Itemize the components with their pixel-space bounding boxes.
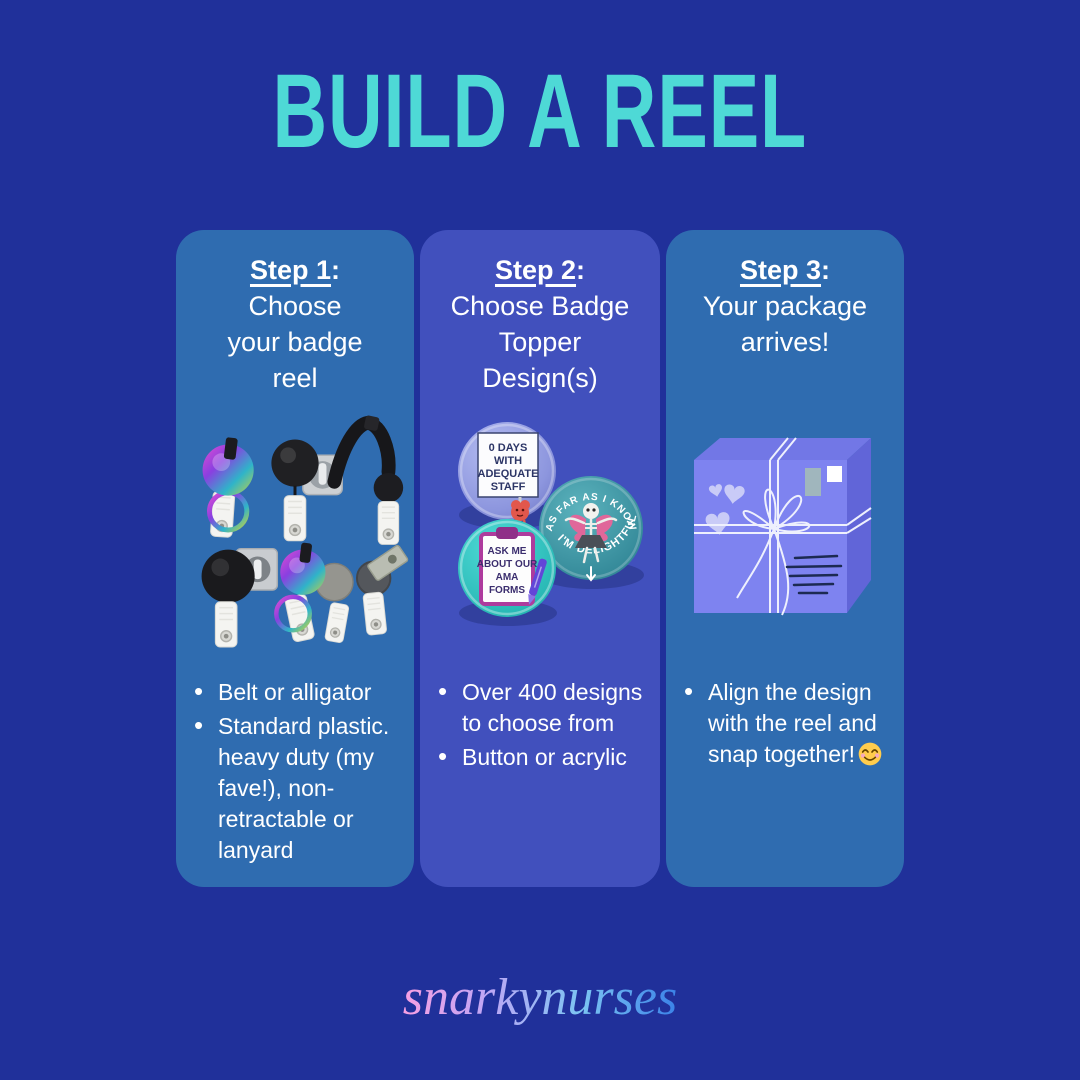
step-2-title: Step 2: — [420, 252, 660, 288]
step-1-card: Step 1: Choose your badge reel — [176, 230, 414, 887]
step-3-line: Your package — [702, 291, 868, 321]
ama-badge-text: ASK ME — [488, 546, 527, 557]
step-2-colon: : — [576, 255, 586, 285]
delightful-badge-button: AS FAR AS I KNOW I'M DELIGHTFUL — [539, 476, 644, 589]
reel-black-dial — [271, 439, 343, 542]
step-3-heading: Step 3: Your package arrives! — [666, 230, 904, 405]
step-3-line: arrives! — [740, 327, 830, 357]
step-3-label: Step 3 — [739, 255, 822, 285]
step-1-line: reel — [272, 363, 318, 393]
badge-reels-illustration — [201, 415, 409, 648]
bullet-item: Standard plastic. heavy duty (my fave!),… — [188, 710, 402, 866]
step-2-line: Topper — [498, 327, 582, 357]
step-1-colon: : — [331, 255, 341, 285]
smiling-face-emoji — [858, 742, 882, 766]
badge-reels-photo — [176, 405, 414, 655]
footer: snarkynurses — [0, 968, 1080, 1027]
reel-rainbow-cluster — [274, 542, 354, 644]
wrapped-package-illustration — [666, 405, 904, 655]
brand-logo: snarkynurses — [402, 969, 678, 1026]
bullet-text: Align the design with the reel and snap … — [708, 679, 877, 767]
step-1-heading: Step 1: Choose your badge reel — [176, 230, 414, 405]
step-1-title: Step 1: — [176, 252, 414, 288]
reel-alligator-clip — [355, 544, 409, 637]
bullet-item: Over 400 designs to choose from — [432, 676, 648, 739]
hearts-decoration — [705, 484, 745, 535]
address-lines — [785, 554, 843, 595]
steps-row: Step 1: Choose your badge reel — [176, 230, 904, 887]
step-1-line: Choose — [248, 291, 342, 321]
ama-badge-text: AMA — [496, 572, 519, 583]
skeleton-fairy — [564, 503, 618, 564]
staff-badge-text: ADEQUATE — [478, 468, 539, 480]
down-arrow-icon — [586, 566, 596, 582]
bullet-item: Button or acrylic — [432, 741, 648, 773]
package-illustration — [694, 437, 872, 616]
bullet-item: Belt or alligator — [188, 676, 402, 708]
step-2-line: Design(s) — [482, 363, 598, 393]
step-2-heading: Step 2: Choose Badge Topper Design(s) — [420, 230, 660, 405]
staff-badge-text: WITH — [494, 455, 522, 467]
ama-badge-text: FORMS — [489, 585, 525, 596]
step-2-bullets: Over 400 designs to choose from Button o… — [420, 655, 660, 776]
stamp — [805, 468, 821, 496]
step-2-label: Step 2 — [494, 255, 577, 285]
staff-badge-text: STAFF — [491, 481, 526, 493]
step-3-card: Step 3: Your package arrives! — [666, 230, 904, 887]
reel-lanyard — [327, 415, 404, 546]
badge-topper-buttons: 0 DAYS WITH ADEQUATE STAFF — [420, 405, 660, 655]
ama-badge-text: ABOUT OUR — [477, 559, 538, 570]
step-3-title: Step 3: — [666, 252, 904, 288]
ama-badge-button: ASK ME ABOUT OUR AMA FORMS — [458, 519, 557, 626]
reel-black-plate — [201, 547, 279, 648]
step-2-line: Choose Badge — [450, 291, 630, 321]
package-top-face — [694, 438, 871, 460]
step-3-colon: : — [821, 255, 831, 285]
string-and-bow — [694, 437, 872, 616]
step-1-line: your badge — [227, 327, 363, 357]
title-area: BUILD A REEL — [0, 52, 1080, 170]
reel-rainbow-ring — [202, 437, 254, 539]
pen-icon — [528, 558, 547, 605]
step-3-bullets: Align the design with the reel and snap … — [666, 655, 904, 773]
stamp — [827, 466, 842, 482]
step-2-card: Step 2: Choose Badge Topper Design(s) — [420, 230, 660, 887]
badge-buttons-illustration: 0 DAYS WITH ADEQUATE STAFF — [458, 422, 644, 626]
page-title: BUILD A REEL — [272, 53, 808, 171]
step-1-label: Step 1 — [249, 255, 332, 285]
bullet-item: Align the design with the reel and snap … — [678, 676, 892, 770]
step-1-bullets: Belt or alligator Standard plastic. heav… — [176, 655, 414, 869]
staff-badge-text: 0 DAYS — [489, 442, 528, 454]
staff-badge-button: 0 DAYS WITH ADEQUATE STAFF — [458, 422, 557, 529]
